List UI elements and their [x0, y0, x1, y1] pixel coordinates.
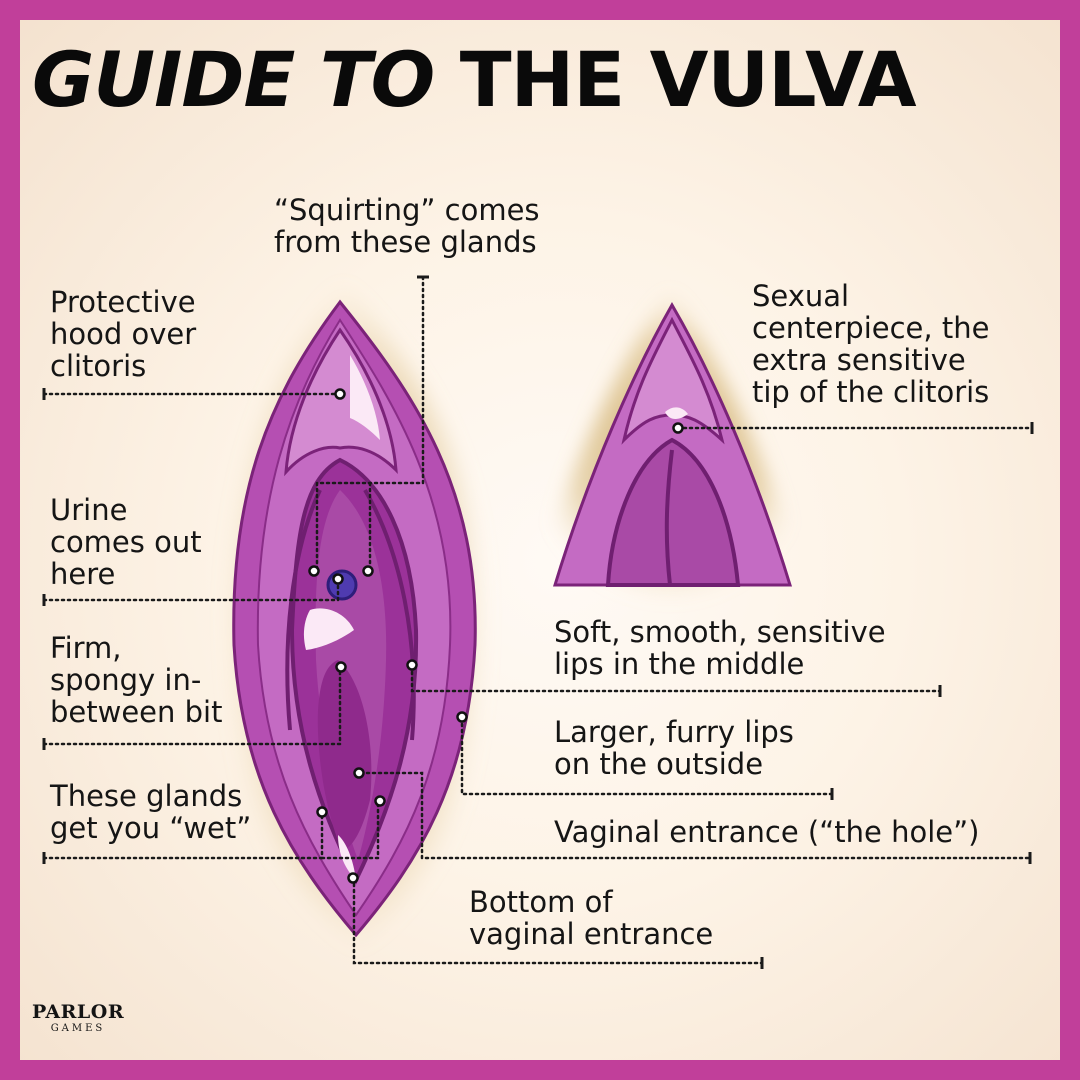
label-line: tip of the clitoris	[752, 376, 989, 408]
marker-inner-lips	[408, 661, 417, 670]
marker-hood	[336, 390, 345, 399]
label-line: spongy in-	[50, 664, 222, 696]
marker-glans	[674, 424, 683, 433]
label-perineal-sponge: Firm, spongy in- between bit	[50, 632, 222, 728]
label-line: Larger, furry lips	[554, 716, 794, 748]
label-vaginal-entrance: Vaginal entrance (“the hole”)	[554, 816, 979, 848]
front-view-illustration	[224, 280, 488, 950]
marker-outer-lips	[458, 713, 467, 722]
marker-entrance	[355, 769, 364, 778]
label-bartholin-glands: These glands get you “wet”	[50, 780, 251, 844]
label-line: lips in the middle	[554, 648, 886, 680]
label-bottom-entrance: Bottom of vaginal entrance	[469, 886, 713, 950]
label-line: extra sensitive	[752, 344, 989, 376]
parlor-games-logo: PARLOR GAMES	[32, 1002, 124, 1036]
label-line: Soft, smooth, sensitive	[554, 616, 886, 648]
label-line: from these glands	[274, 226, 540, 258]
infographic-canvas: GUIDE TO THE VULVA	[20, 20, 1060, 1060]
logo-top-text: PARLOR	[32, 1002, 124, 1022]
label-outer-lips: Larger, furry lips on the outside	[554, 716, 794, 780]
label-line: Firm,	[50, 632, 222, 664]
label-line: “Squirting” comes	[274, 194, 540, 226]
label-line: Protective	[50, 286, 196, 318]
marker-urine	[334, 575, 343, 584]
label-clitoral-glans: Sexual centerpiece, the extra sensitive …	[752, 280, 989, 408]
label-line: on the outside	[554, 748, 794, 780]
marker-bottom	[349, 874, 358, 883]
label-line: These glands	[50, 780, 251, 812]
label-line: Vaginal entrance (“the hole”)	[554, 816, 979, 848]
label-clitoral-hood: Protective hood over clitoris	[50, 286, 196, 382]
label-line: clitoris	[50, 350, 196, 382]
marker-wet-left	[318, 808, 327, 817]
marker-firm	[337, 663, 346, 672]
label-line: comes out	[50, 526, 202, 558]
label-line: Sexual	[752, 280, 989, 312]
label-line: centerpiece, the	[752, 312, 989, 344]
label-line: Bottom of	[469, 886, 713, 918]
marker-squirting-left	[310, 567, 319, 576]
label-line: between bit	[50, 696, 222, 728]
marker-wet-right	[376, 797, 385, 806]
label-squirting-glands: “Squirting” comes from these glands	[274, 194, 540, 258]
label-line: get you “wet”	[50, 812, 251, 844]
label-line: vaginal entrance	[469, 918, 713, 950]
label-line: Urine	[50, 494, 202, 526]
marker-squirting-right	[364, 567, 373, 576]
label-line: hood over	[50, 318, 196, 350]
logo-bottom-text: GAMES	[32, 1022, 124, 1036]
label-urethra: Urine comes out here	[50, 494, 202, 590]
label-inner-lips: Soft, smooth, sensitive lips in the midd…	[554, 616, 886, 680]
label-line: here	[50, 558, 202, 590]
